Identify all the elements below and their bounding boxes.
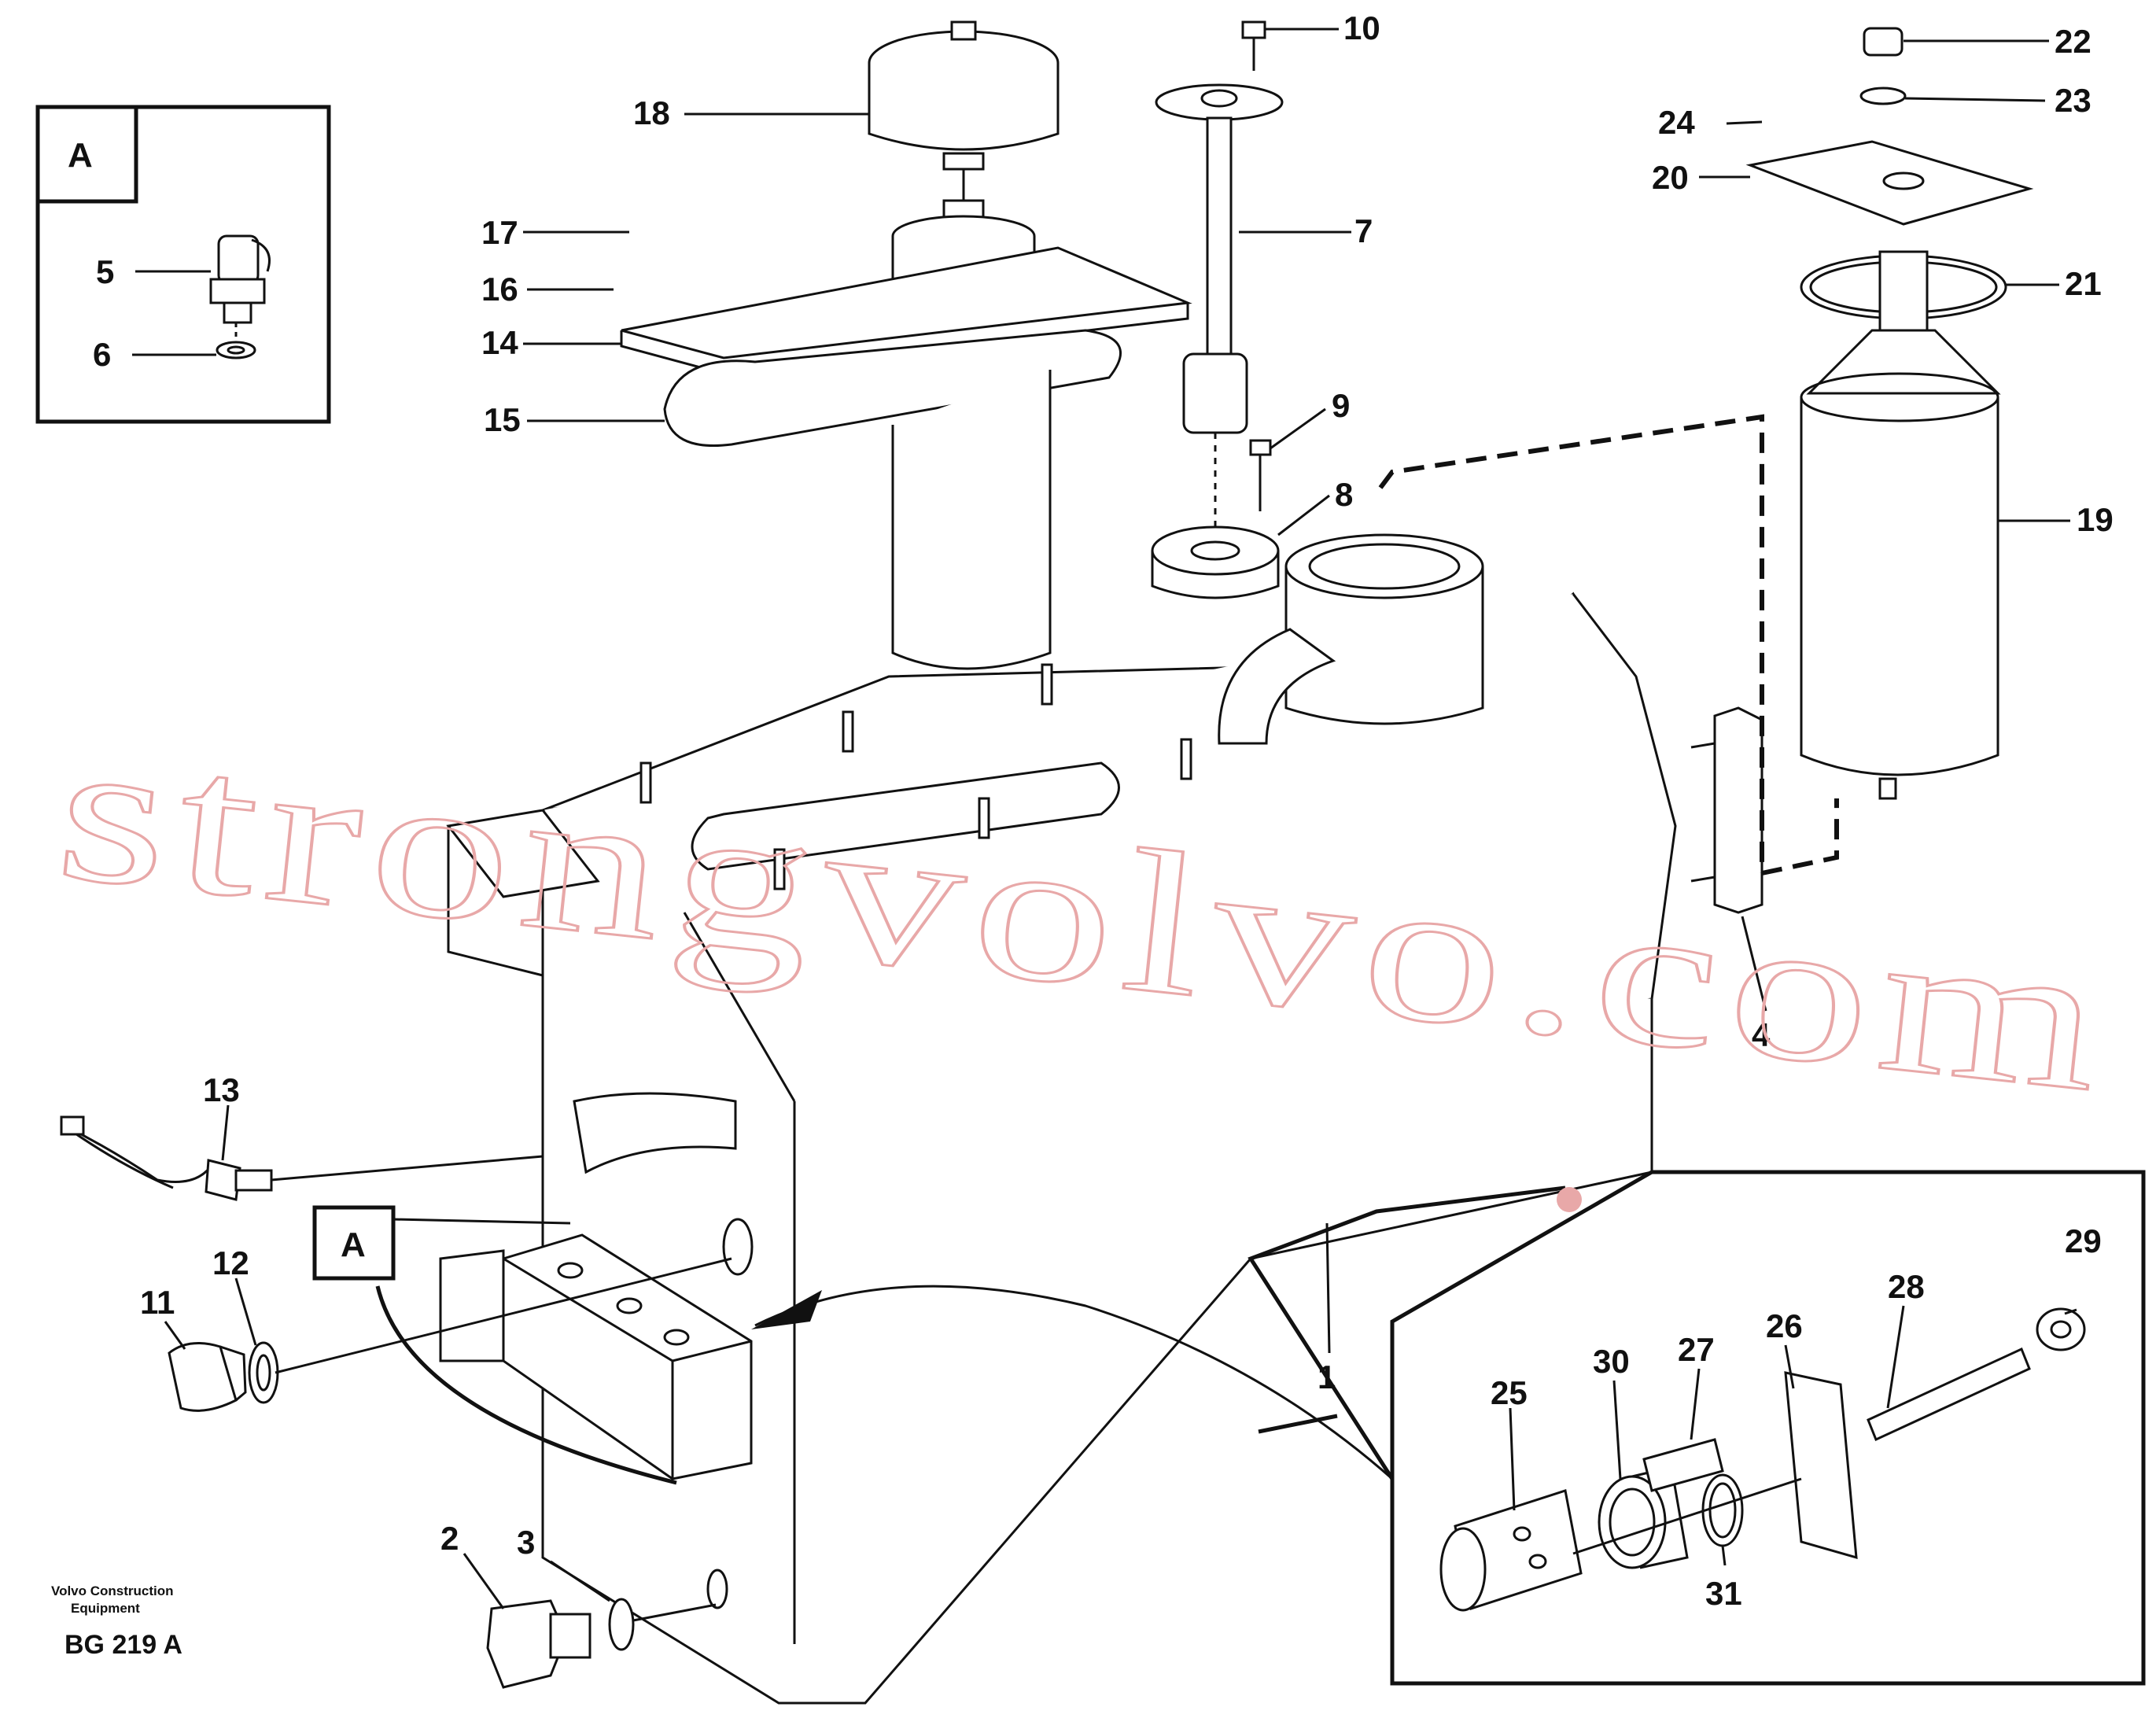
callout-20: 20 <box>1652 159 1689 196</box>
callout-7: 7 <box>1354 212 1373 249</box>
callout-24: 24 <box>1658 104 1695 141</box>
filter-assembly <box>621 22 1188 669</box>
callout-29: 29 <box>2065 1222 2102 1259</box>
callout-31: 31 <box>1705 1575 1742 1612</box>
callout-13: 13 <box>203 1071 240 1108</box>
temperature-sensor <box>61 1117 543 1200</box>
callout-22: 22 <box>2055 23 2092 60</box>
callout-8: 8 <box>1335 476 1353 513</box>
callout-2: 2 <box>440 1520 459 1557</box>
callout-25: 25 <box>1491 1374 1528 1411</box>
callout-3: 3 <box>517 1524 535 1561</box>
callout-16: 16 <box>481 271 518 308</box>
callout-19: 19 <box>2077 501 2114 538</box>
callout-12: 12 <box>212 1244 249 1281</box>
callout-23: 23 <box>2055 82 2092 119</box>
level-gauge <box>1152 22 1282 598</box>
callout-11: 11 <box>140 1284 175 1321</box>
callout-5: 5 <box>96 253 114 290</box>
watermark-dot <box>1557 1187 1582 1212</box>
callout-28: 28 <box>1888 1268 1925 1305</box>
detail-b-box <box>1251 1172 2143 1683</box>
callout-26: 26 <box>1766 1307 1803 1344</box>
footer-code: BG 219 A <box>64 1630 182 1660</box>
footer-maker-line2: Equipment <box>71 1601 140 1616</box>
callout-6: 6 <box>93 336 111 373</box>
detail-a-box: A <box>38 107 329 422</box>
detail-a-callout-marker: A <box>341 1226 366 1264</box>
callout-9: 9 <box>1332 387 1350 424</box>
callout-27: 27 <box>1678 1331 1715 1368</box>
callout-21: 21 <box>2065 265 2102 302</box>
callout-30: 30 <box>1593 1343 1630 1380</box>
callout-17: 17 <box>481 214 518 251</box>
callout-10: 10 <box>1343 9 1380 46</box>
footer-maker-line1: Volvo Construction <box>51 1583 174 1598</box>
callout-15: 15 <box>484 401 521 438</box>
callout-1: 1 <box>1318 1359 1336 1395</box>
callout-18: 18 <box>633 94 670 131</box>
footer: Volvo Construction Equipment BG 219 A <box>51 1583 182 1660</box>
callout-14: 14 <box>481 324 518 361</box>
detail-a-marker: A <box>68 136 93 175</box>
